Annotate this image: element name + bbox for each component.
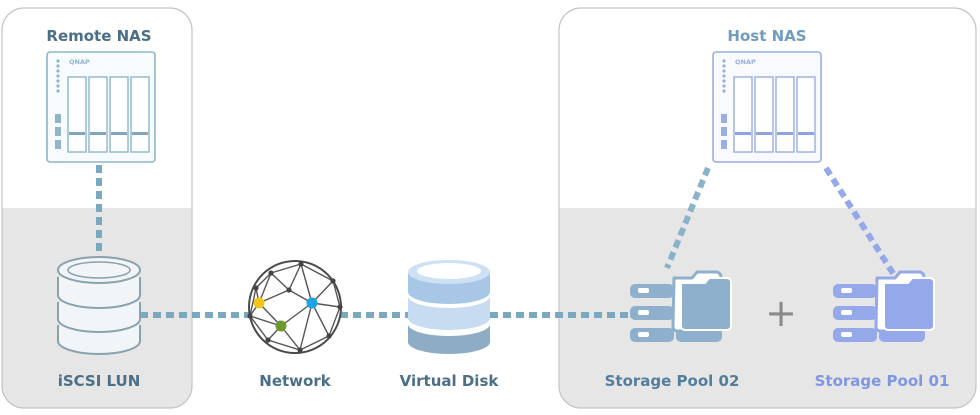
svg-text:QNAP: QNAP [735,58,756,66]
connector-host-to-pool01 [823,166,899,280]
connector-host-to-pool02 [664,166,711,270]
network-label: Network [259,372,331,390]
storage-pool-icon [833,270,935,342]
database-icon [57,256,141,355]
host-nas-title: Host NAS [727,27,807,45]
nas-device-icon: QNAP [46,51,156,163]
storage-pool-02-label: Storage Pool 02 [604,372,740,390]
storage-pool-01-label: Storage Pool 01 [814,372,950,390]
plus-symbol: + [765,291,797,335]
iscsi-lun-label: iSCSI LUN [57,372,141,390]
network-sphere-icon [247,260,343,354]
nas-device-icon: QNAP [712,51,822,163]
remote-nas-title: Remote NAS [46,27,152,45]
storage-pool-icon [630,270,732,342]
svg-text:QNAP: QNAP [69,58,90,66]
virtual-disk-icon [408,260,490,354]
virtual-disk-label: Virtual Disk [399,372,499,390]
connectors [96,165,899,318]
